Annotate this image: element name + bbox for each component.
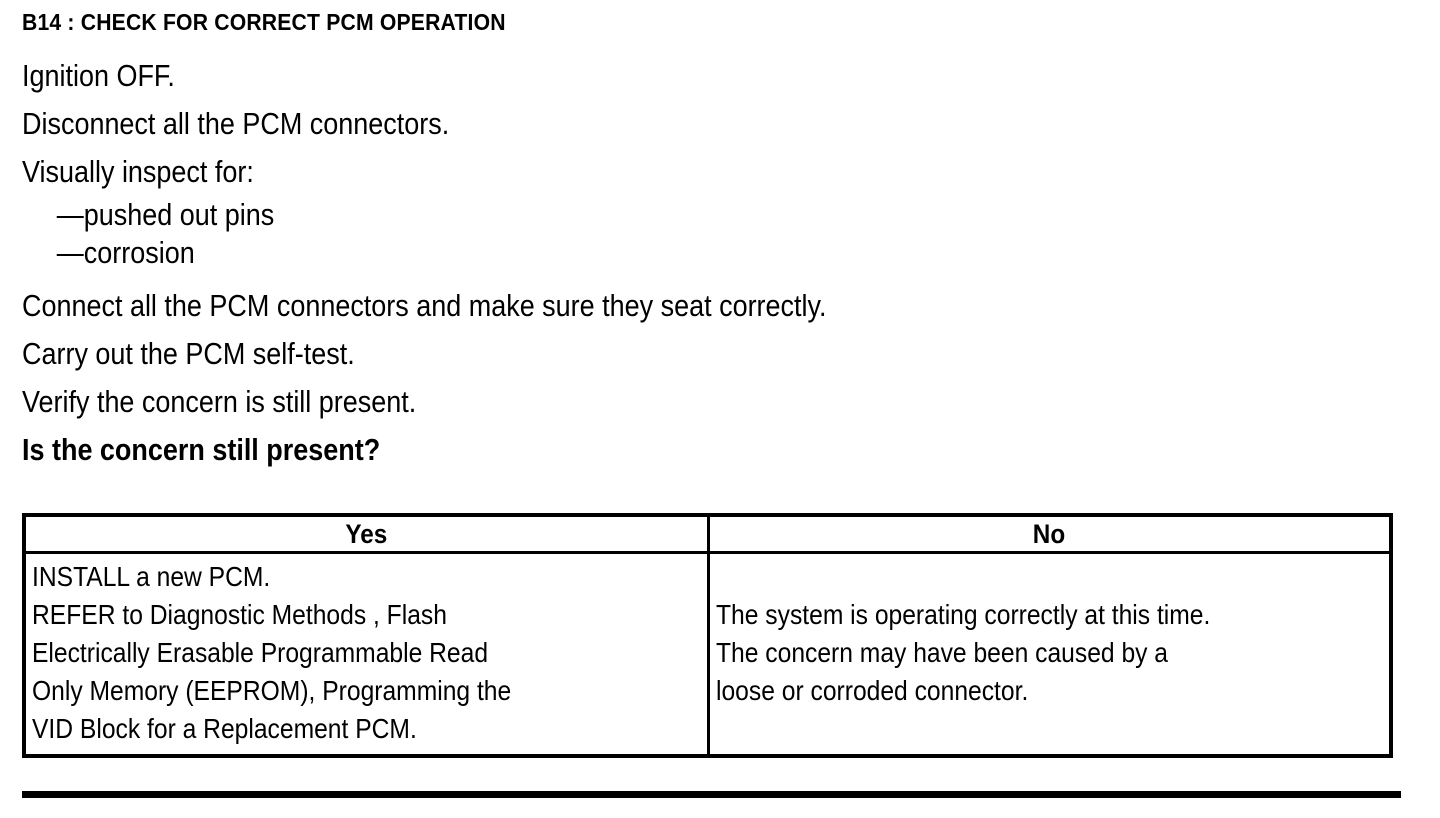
procedure-line: Visually inspect for: [22,154,254,189]
page-bottom-rule [22,791,1401,798]
procedure-block: Ignition OFF. Disconnect all the PCM con… [22,52,1402,474]
cell-line: Electrically Erasable Programmable Read [32,637,489,668]
decision-table: Yes No INSTALL a new PCM. REFER to Diagn… [22,513,1393,758]
cell-line: VID Block for a Replacement PCM. [32,713,417,744]
column-header-no: No [706,513,1393,554]
table-row: INSTALL a new PCM. REFER to Diagnostic M… [22,551,1393,758]
cell-no-action: The system is operating correctly at thi… [706,551,1393,758]
cell-yes-action: INSTALL a new PCM. REFER to Diagnostic M… [22,551,710,758]
procedure-line: Disconnect all the PCM connectors. [22,106,450,141]
inspect-item: —corrosion [56,235,195,270]
column-header-no-label: No [1033,519,1066,549]
cell-line: Only Memory (EEPROM), Programming the [32,675,512,706]
cell-line: The system is operating correctly at thi… [715,599,1210,630]
page-title: B14 : CHECK FOR CORRECT PCM OPERATION [22,9,506,35]
procedure-line: Verify the concern is still present. [22,384,417,419]
procedure-line: Connect all the PCM connectors and make … [22,288,827,323]
column-header-yes: Yes [22,513,710,554]
column-header-yes-label: Yes [345,519,388,549]
cell-line: loose or corroded connector. [715,675,1028,706]
procedure-line: Carry out the PCM self-test. [22,336,355,371]
cell-line: The concern may have been caused by a [715,637,1168,668]
table-header-row: Yes No [22,513,1393,554]
cell-line: INSTALL a new PCM. [32,561,271,592]
procedure-line: Ignition OFF. [22,58,175,93]
cell-line: REFER to Diagnostic Methods , Flash [32,599,447,630]
decision-question: Is the concern still present? [22,432,381,467]
spacer [22,272,1402,282]
inspect-item-list: —pushed out pins —corrosion [22,196,1402,272]
inspect-item: —pushed out pins [56,197,275,232]
